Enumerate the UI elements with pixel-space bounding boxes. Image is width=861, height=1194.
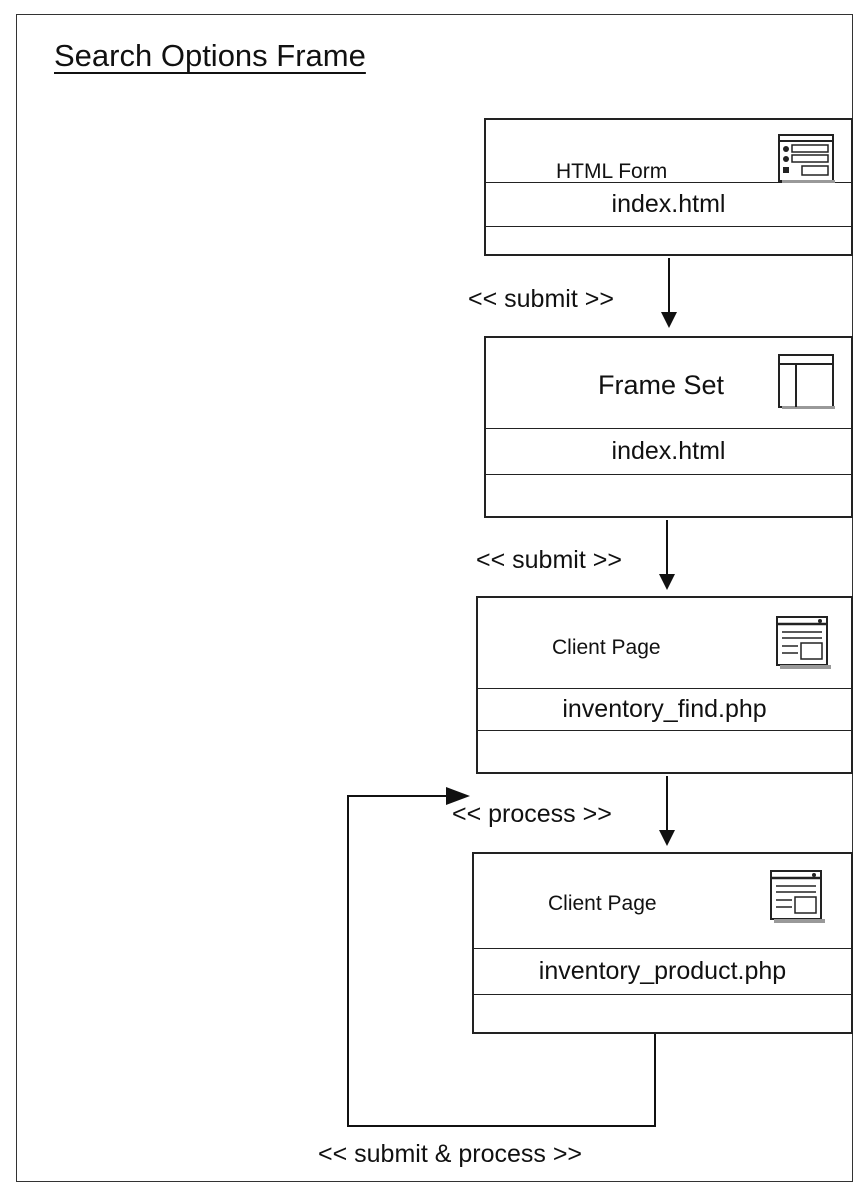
client-page-icon [770,870,825,923]
node-html-form-stereotype: HTML Form [556,160,668,183]
node-html-form-filename: index.html [486,182,851,227]
edge-arrow-2 [659,520,675,590]
edge-label-process: << process >> [452,800,612,828]
node-frame-set-stereotype: Frame Set [598,370,725,400]
node-frame-set-header: Frame Set [486,338,851,429]
node-html-form: HTML Form index.html [484,118,853,256]
edge-arrow-3 [659,776,675,846]
client-page-icon [776,616,831,669]
edge-arrow-1 [661,258,677,328]
node-client-page-product-filename: inventory_product.php [474,948,851,995]
edge-label-submit-process: << submit & process >> [318,1140,583,1168]
node-frame-set-filename: index.html [486,428,851,475]
edge-label-submit-1: << submit >> [468,285,614,313]
node-html-form-header: HTML Form [486,120,851,183]
node-client-page-product-stereotype: Client Page [548,892,657,915]
node-client-page-find-header: Client Page [478,598,851,689]
node-client-page-product-header: Client Page [474,854,851,949]
node-client-page-find: Client Page inventory_find.php [476,596,853,774]
node-frame-set: Frame Set index.html [484,336,853,518]
node-client-page-product: Client Page inventory_product.php [472,852,853,1034]
frameset-icon [778,354,835,409]
html-form-icon [778,134,835,183]
node-client-page-find-stereotype: Client Page [552,636,661,659]
node-client-page-find-filename: inventory_find.php [478,688,851,731]
edge-label-submit-2: << submit >> [476,546,622,574]
edge-self-loop [347,787,656,1127]
frame-title: Search Options Frame [54,38,366,73]
